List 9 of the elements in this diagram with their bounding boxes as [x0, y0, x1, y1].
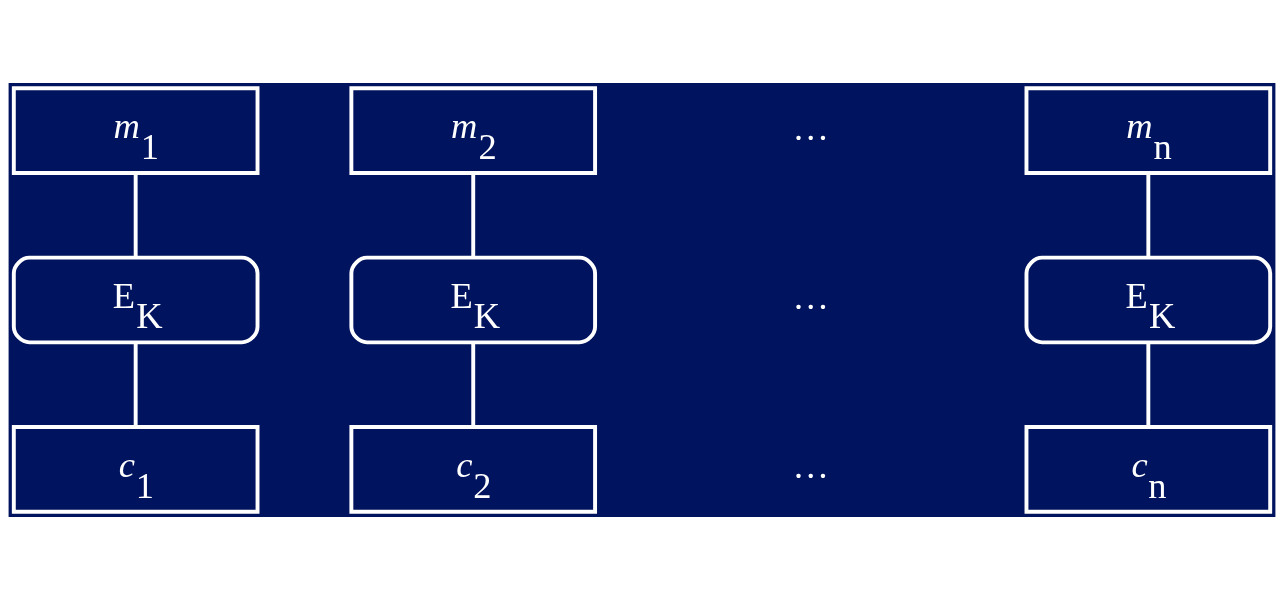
label: … [792, 444, 830, 486]
connector [133, 342, 138, 427]
connector [471, 342, 476, 427]
connector [1146, 342, 1151, 427]
connector [471, 172, 476, 257]
label: … [792, 275, 830, 317]
connector [1146, 172, 1151, 257]
label: … [792, 106, 830, 148]
connector [133, 172, 138, 257]
